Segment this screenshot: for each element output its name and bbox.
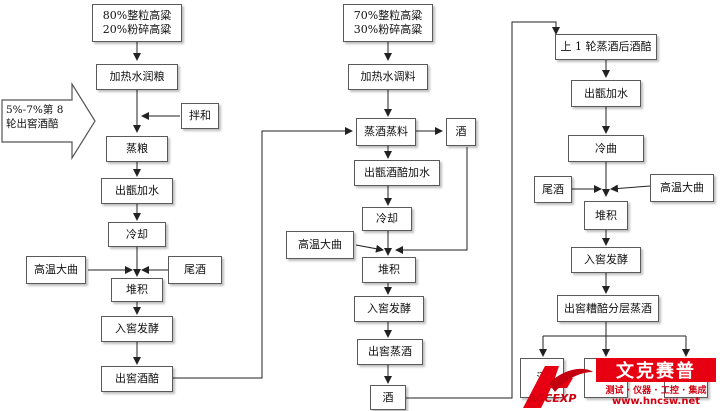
step-ferment: 入窖发酵 bbox=[101, 316, 173, 342]
accexp-logo-icon bbox=[523, 366, 593, 408]
step-steam-grain: 蒸粮 bbox=[106, 136, 168, 162]
watermark-url: www.hncsw.net bbox=[611, 396, 701, 407]
big-input-arrow bbox=[1, 81, 96, 161]
step-cool-qu: 冷曲 bbox=[568, 135, 644, 162]
step-mix: 拌和 bbox=[181, 103, 219, 129]
input-grain-line-1: 70%整粒高粱 bbox=[353, 9, 423, 23]
step-add-water-2: 出甑酒醅加水 bbox=[354, 160, 440, 186]
input-grain-line-1: 80%整粒高粱 bbox=[102, 9, 172, 23]
watermark-brand: ACCEXP bbox=[528, 392, 577, 405]
step-out-pit: 出窖酒醅 bbox=[101, 366, 173, 392]
step-distill-2: 出窖蒸酒 bbox=[357, 339, 423, 365]
step-prev-round: 上 1 轮蒸酒后酒醅 bbox=[555, 34, 657, 60]
watermark-subtitle: 测试 · 仪器 · 工控 · 集成 bbox=[605, 386, 707, 396]
step-add-water: 出甑加水 bbox=[101, 178, 173, 204]
input-grain-col1: 80%整粒高粱 20%粉碎高粱 bbox=[92, 4, 182, 42]
step-pile: 堆积 bbox=[111, 278, 163, 302]
step-cool: 冷却 bbox=[108, 222, 166, 247]
step-tail-wine: 尾酒 bbox=[168, 256, 222, 284]
step-daqu-2: 高温大曲 bbox=[286, 231, 354, 259]
step-add-water-3: 出甑加水 bbox=[571, 80, 641, 107]
step-ferment-2: 入窖发酵 bbox=[354, 296, 424, 322]
step-wine: 酒 bbox=[446, 118, 476, 146]
step-steam-distill: 蒸酒蒸料 bbox=[356, 118, 416, 146]
input-grain-line-2: 20%粉碎高粱 bbox=[102, 23, 172, 36]
watermark-title: 文克赛普 bbox=[596, 358, 716, 382]
step-tail-wine-3: 尾酒 bbox=[534, 176, 572, 203]
input-grain-line-2: 30%粉碎高粱 bbox=[353, 23, 423, 36]
step-moisten: 加热水润粮 bbox=[96, 64, 178, 90]
big-arrow-label: 5%-7%第 8 轮出窖酒醅 bbox=[6, 104, 64, 131]
input-grain-col2: 70%整粒高粱 30%粉碎高粱 bbox=[343, 4, 433, 42]
step-ferment-3: 入窖发酵 bbox=[571, 247, 641, 273]
step-daqu: 高温大曲 bbox=[26, 256, 86, 284]
step-layered-distill: 出窖糟醅分层蒸酒 bbox=[557, 295, 659, 322]
step-pile-2: 堆积 bbox=[362, 257, 416, 283]
step-daqu-3: 高温大曲 bbox=[650, 174, 714, 202]
step-pile-3: 堆积 bbox=[584, 201, 628, 230]
step-moisten-2: 加热水调料 bbox=[348, 64, 428, 90]
step-wine-out: 酒 bbox=[370, 385, 406, 410]
step-cool-2: 冷却 bbox=[362, 207, 412, 231]
